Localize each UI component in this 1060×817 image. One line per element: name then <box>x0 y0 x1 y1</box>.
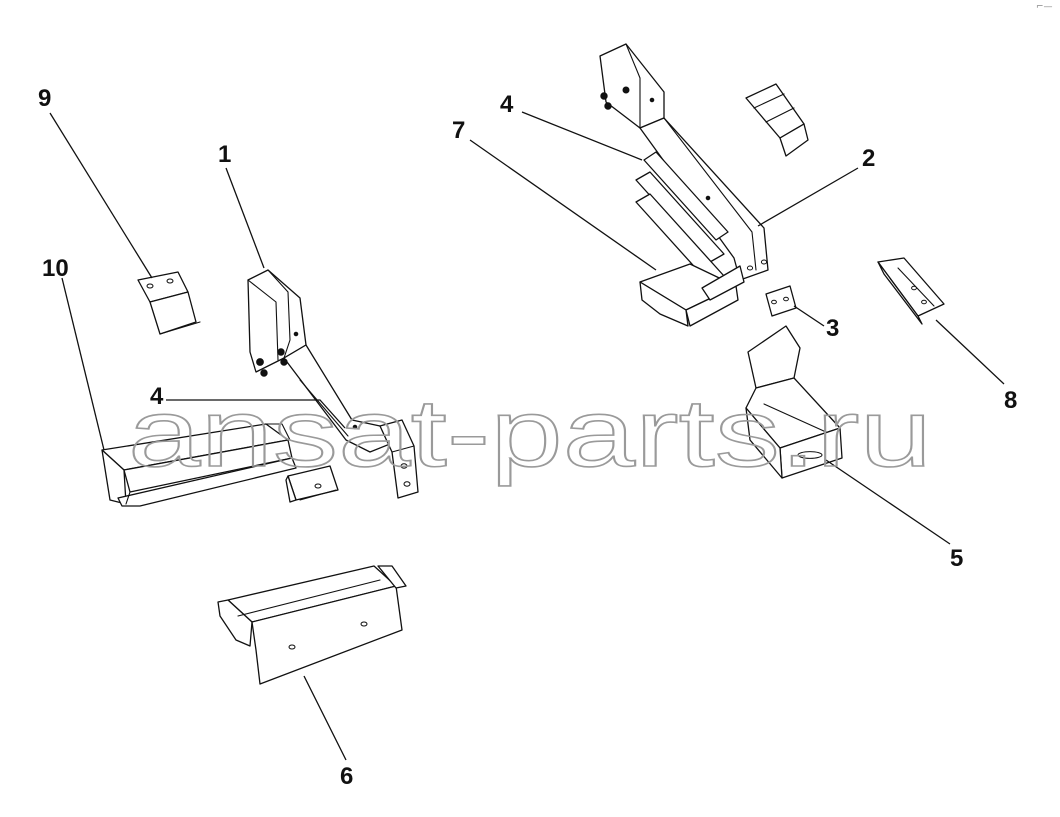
corner-mark: ⌐— <box>1036 2 1053 12</box>
bolt-icon <box>622 86 630 94</box>
bolt-icon <box>604 102 612 110</box>
part-4-shims <box>635 151 729 285</box>
callout-4-right: 4 <box>500 91 514 118</box>
bolt-icon <box>280 358 288 366</box>
callout-8: 8 <box>1004 387 1017 414</box>
callout-10: 10 <box>42 255 69 282</box>
part-10-channel <box>101 423 297 507</box>
bolt-icon <box>277 348 285 356</box>
small-clip <box>285 465 339 503</box>
callout-6: 6 <box>340 763 353 790</box>
callout-5: 5 <box>950 545 963 572</box>
callout-2: 2 <box>862 145 875 172</box>
part-1-bracket <box>247 269 419 499</box>
callout-1: 1 <box>218 141 231 168</box>
part-8-clip <box>877 257 945 325</box>
bolt-icon <box>256 358 264 366</box>
bolt-icon <box>260 369 268 377</box>
part-3-plate <box>765 285 797 317</box>
callout-9: 9 <box>38 85 51 112</box>
part-9-clip <box>137 271 201 335</box>
callout-3: 3 <box>826 315 839 342</box>
part-6-channel <box>217 565 407 685</box>
part-5-bracket <box>745 325 843 479</box>
part-2-bracket <box>599 43 769 281</box>
watermark-text: ansat-parts.ru <box>128 380 932 487</box>
leader-lines <box>49 111 1005 761</box>
small-l-clip <box>745 83 809 157</box>
callout-7: 7 <box>452 117 465 144</box>
part-7-plate <box>639 263 745 327</box>
callout-4-left: 4 <box>150 383 164 410</box>
bolt-icon <box>600 92 608 100</box>
